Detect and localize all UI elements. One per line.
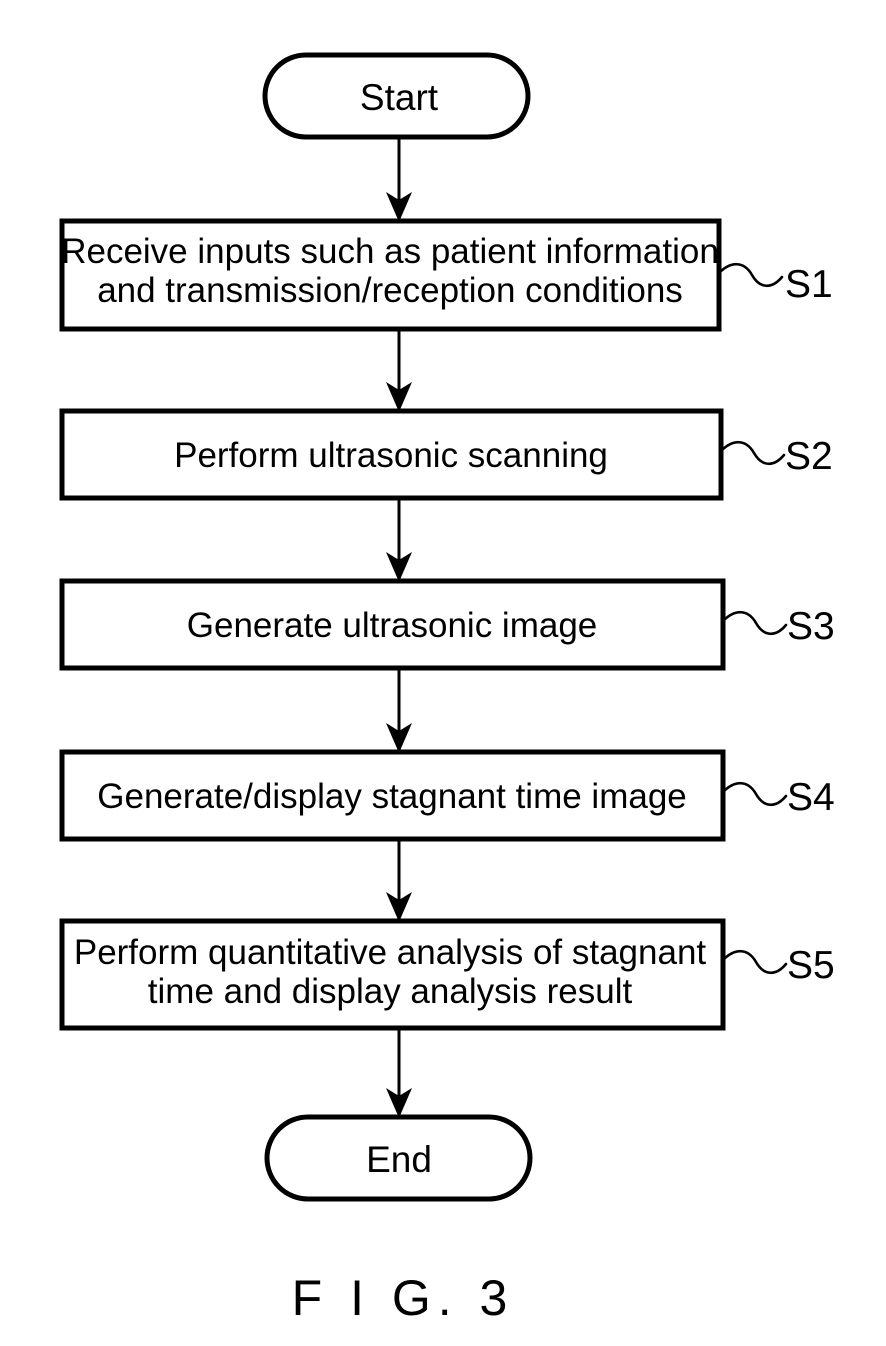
connector-s5-to-end (386, 1028, 412, 1118)
s5-leader-line (721, 949, 788, 975)
node-start: Start (262, 52, 531, 140)
s5-label-line-2: time and display analysis result (148, 972, 633, 1011)
node-s5: Perform quantitative analysis of stagnan… (59, 918, 726, 1031)
node-end: End (264, 1114, 533, 1202)
node-s3: Generate ultrasonic image (59, 578, 726, 671)
connector-s2-to-s3 (386, 498, 412, 582)
connector-start-to-s1 (386, 137, 412, 222)
s3-process-shape (59, 578, 726, 671)
end-label: End (366, 1139, 432, 1180)
s2-leader-line (719, 440, 786, 466)
arrow-head-icon (386, 552, 412, 582)
s2-label: Perform ultrasonic scanning (174, 436, 608, 475)
s4-leader-line (721, 781, 788, 807)
node-s1: Receive inputs such as patient informati… (59, 218, 722, 332)
step-label-s2: S2 (785, 435, 833, 478)
step-label-s5-group: S5 (721, 944, 835, 987)
s5-process-shape (59, 918, 726, 1031)
s2-process-shape (59, 408, 724, 501)
arrow-head-icon (386, 892, 412, 922)
step-label-s1: S1 (785, 263, 833, 306)
step-label-s4: S4 (787, 776, 835, 819)
arrow-head-icon (386, 723, 412, 753)
s1-label-line-2: and transmission/reception conditions (97, 271, 683, 310)
connector-s4-to-s5 (386, 839, 412, 922)
start-label: Start (360, 77, 439, 118)
figure-caption: F I G. 3 (292, 1270, 515, 1326)
s4-process-shape (59, 749, 726, 842)
connector-s1-to-s2 (386, 329, 412, 412)
node-s4: Generate/display stagnant time image (59, 749, 726, 842)
step-label-s3-group: S3 (721, 605, 835, 648)
step-label-s1-group: S1 (717, 262, 833, 306)
end-terminator-shape (264, 1114, 533, 1202)
connector-s3-to-s4 (386, 668, 412, 753)
s5-label-line-1: Perform quantitative analysis of stagnan… (74, 933, 707, 972)
s1-process-shape (59, 218, 722, 332)
arrow-head-icon (386, 382, 412, 412)
step-label-s4-group: S4 (721, 776, 835, 819)
arrow-head-icon (386, 192, 412, 222)
start-terminator-shape (262, 52, 531, 140)
step-label-s2-group: S2 (719, 435, 833, 478)
s1-label-line-1: Receive inputs such as patient informati… (61, 232, 719, 271)
s1-leader-line (717, 262, 784, 288)
node-s2: Perform ultrasonic scanning (59, 408, 724, 501)
step-label-s3: S3 (787, 605, 835, 648)
step-label-s5: S5 (787, 944, 835, 987)
s3-leader-line (721, 610, 788, 636)
arrow-head-icon (386, 1088, 412, 1118)
s3-label: Generate ultrasonic image (187, 606, 598, 645)
s4-label: Generate/display stagnant time image (97, 777, 687, 816)
